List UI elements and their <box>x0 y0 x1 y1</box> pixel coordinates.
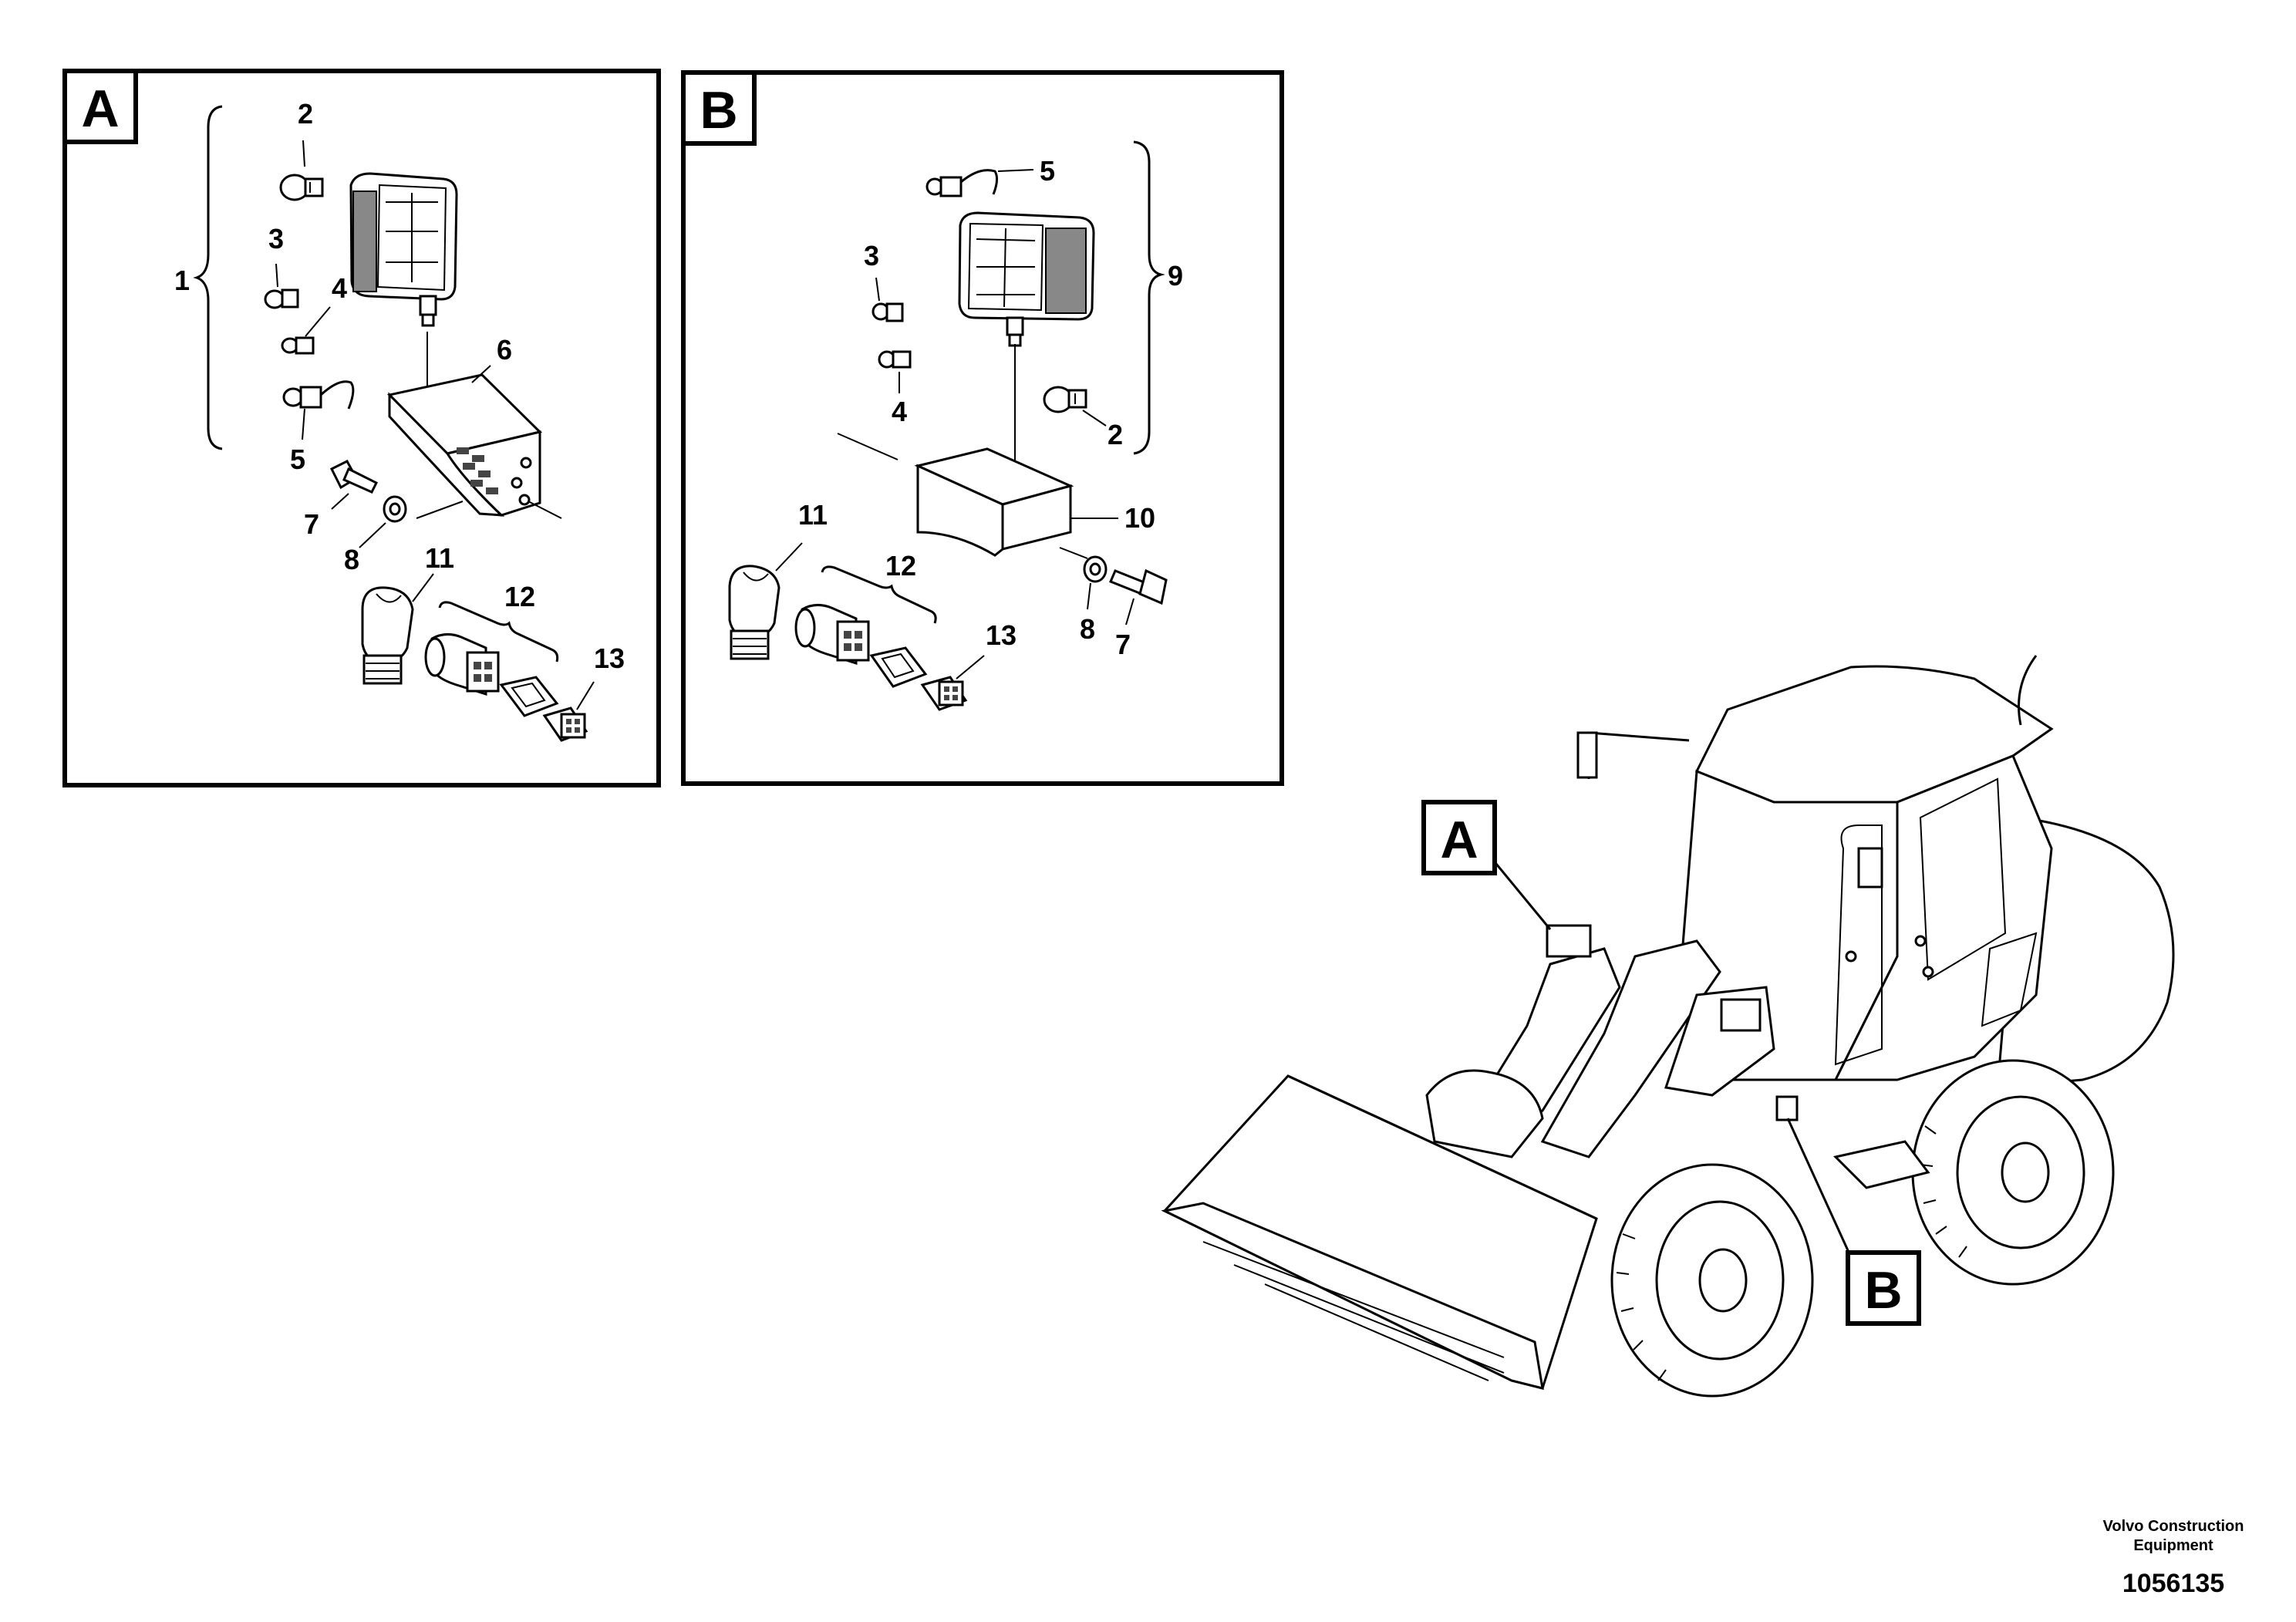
panel-b-callout-5: 5 <box>1040 155 1055 187</box>
panel-a-callout-5: 5 <box>290 443 305 475</box>
panel-a-bracket-6 <box>387 332 562 519</box>
panel-a-tag <box>62 69 138 144</box>
panel-b-brace-12 <box>821 565 937 624</box>
panel-a-callout-11: 11 <box>425 542 454 574</box>
footer-company-line1: Volvo Construction <box>2103 1518 2244 1535</box>
panel-a: A 2 3 <box>62 69 661 787</box>
panel-a-washer-8 <box>359 495 464 548</box>
panel-a-callout-1: 1 <box>174 265 190 296</box>
panel-a-frame <box>62 69 661 787</box>
panel-a-callout-3: 3 <box>268 223 284 255</box>
panel-b-frame <box>681 70 1284 786</box>
panel-a-brace-1 <box>193 105 223 450</box>
panel-b-callout-3: 3 <box>864 240 879 271</box>
footer-company-line2: Equipment <box>2133 1537 2213 1554</box>
panel-b-callout-4: 4 <box>892 396 907 427</box>
panel-b-washer-8 <box>1059 547 1108 610</box>
panel-b-bulb-3 <box>872 277 904 322</box>
panel-b-callout-8: 8 <box>1080 613 1095 645</box>
panel-b-letter: B <box>700 81 737 140</box>
loader-lamp-b-2 <box>1775 1095 1799 1121</box>
panel-a-brace-12 <box>438 601 559 663</box>
loader-left-front-wheel <box>1425 1069 1544 1158</box>
panel-a-connector-11 <box>361 573 434 685</box>
wheel-loader-illustration: A B <box>1161 655 2175 1398</box>
loader-tag-b <box>1846 1250 1921 1326</box>
panel-a-callout-8: 8 <box>344 544 359 575</box>
panel-a-bulb-3 <box>264 263 299 309</box>
panel-a-letter: A <box>81 79 119 138</box>
loader-leader-b <box>1786 1118 1853 1258</box>
loader-tag-a-letter: A <box>1440 811 1478 869</box>
loader-leader-a <box>1495 863 1552 930</box>
panel-b-work-lamp <box>958 211 1095 347</box>
panel-a-connector-12 <box>424 633 559 717</box>
panel-a-callout-12: 12 <box>504 581 535 612</box>
footer: Volvo Construction Equipment 1056135 <box>2103 1518 2244 1598</box>
panel-b-connector-11 <box>728 542 803 660</box>
panel-b-callout-2: 2 <box>1108 419 1123 450</box>
panel-a-callout-2: 2 <box>298 98 313 130</box>
panel-b-callout-9: 9 <box>1168 260 1183 292</box>
panel-b-connector-12 <box>794 604 928 688</box>
panel-a-callout-7: 7 <box>304 508 319 540</box>
panel-b: B 9 5 3 <box>681 70 1284 786</box>
panel-b-tag <box>681 70 757 146</box>
panel-b-callout-11: 11 <box>798 499 828 531</box>
panel-a-bulb-4 <box>281 306 331 355</box>
panel-b-brace-9 <box>1133 140 1165 455</box>
panel-a-callout-13: 13 <box>594 642 625 674</box>
loader-lamp-b <box>1720 998 1762 1032</box>
panel-b-callout-7: 7 <box>1115 629 1131 660</box>
panel-a-callout-6: 6 <box>497 334 512 366</box>
panel-a-work-lamp <box>349 172 458 327</box>
panel-b-plug-13 <box>920 655 985 711</box>
panel-b-bulb-holder-5 <box>925 169 1034 197</box>
panel-b-bracket-10 <box>837 344 1118 557</box>
panel-a-callout-4: 4 <box>332 272 347 304</box>
panel-b-bulb-4 <box>878 350 912 393</box>
panel-a-plug-13 <box>542 681 595 742</box>
loader-bucket <box>1161 1074 1598 1391</box>
footer-drawing-number: 1056135 <box>2122 1569 2224 1598</box>
panel-b-callout-10: 10 <box>1124 502 1155 534</box>
panel-b-bolt-7 <box>1109 568 1168 626</box>
panel-a-bulb-2 <box>279 140 324 201</box>
loader-lamp-a <box>1546 924 1592 958</box>
panel-b-callout-13: 13 <box>986 619 1017 651</box>
loader-tag-b-letter: B <box>1864 1261 1902 1320</box>
panel-a-bulb-holder-5 <box>282 380 355 440</box>
loader-front-wheel <box>1610 1163 1814 1398</box>
loader-step <box>1833 1140 1930 1189</box>
panel-b-bulb-2 <box>1043 386 1107 427</box>
loader-rear-wheel <box>1911 1059 2115 1286</box>
loader-tag-a <box>1421 800 1497 875</box>
panel-b-callout-12: 12 <box>885 550 916 582</box>
panel-a-bolt-7 <box>329 460 379 510</box>
